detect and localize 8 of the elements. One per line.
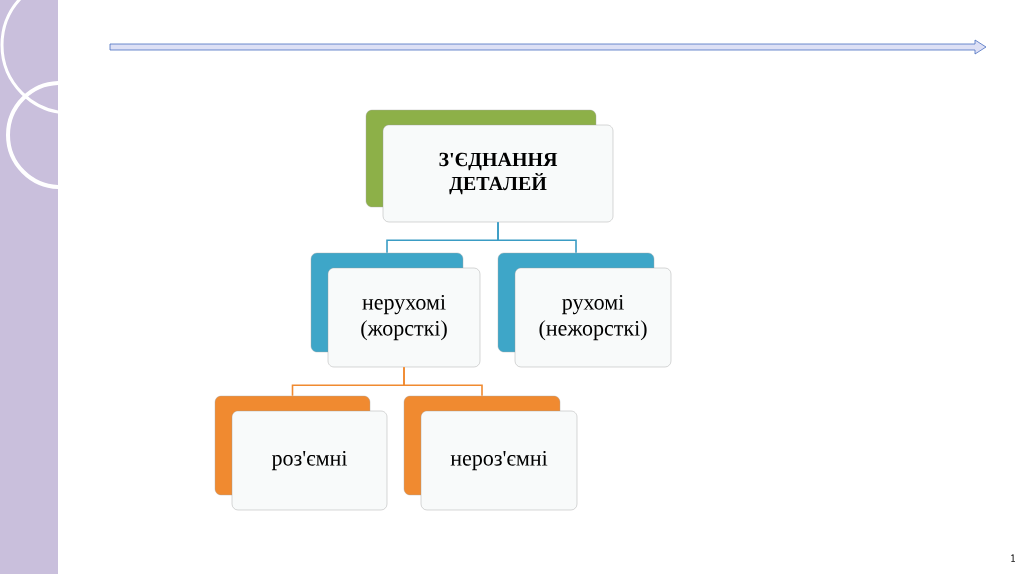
box: нероз'ємні (403, 395, 578, 511)
box: роз'ємні (214, 395, 388, 511)
box: З'ЄДНАННЯ ДЕТАЛЕЙ (365, 109, 614, 223)
connector (497, 221, 577, 254)
box: нерухомі (жорсткі) (310, 252, 481, 368)
box: рухомі (нежорсткі) (497, 252, 672, 368)
page-number: 1 (1011, 554, 1015, 562)
connector (403, 366, 483, 397)
